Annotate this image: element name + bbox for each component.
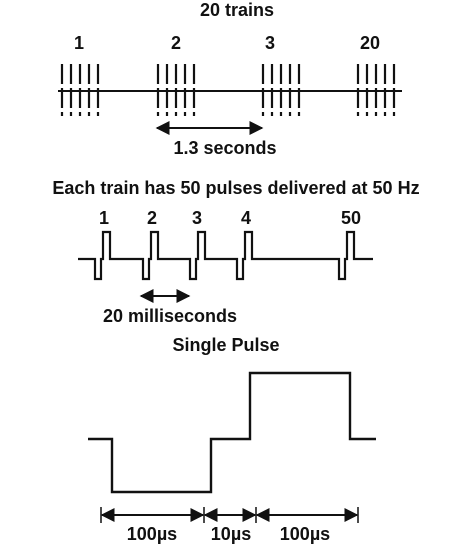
pulse-train-waveform (78, 230, 373, 281)
pulse-label-3: 3 (192, 208, 202, 228)
trains-title: 20 trains (200, 0, 274, 20)
pulse-interval-label: 20 milliseconds (103, 306, 237, 326)
pulses-title: Each train has 50 pulses delivered at 50… (52, 178, 419, 198)
train-label-2: 2 (171, 33, 181, 53)
pulses-section: Each train has 50 pulses delivered at 50… (52, 178, 419, 326)
pulse-label-2: 2 (147, 208, 157, 228)
trains-section: 20 trains 1 2 3 20 1.3 seconds (58, 0, 402, 158)
train-interval-label: 1.3 seconds (173, 138, 276, 158)
phase-label-cathodic: 100µs (127, 524, 177, 544)
single-pulse-title: Single Pulse (172, 335, 279, 355)
train-label-20: 20 (360, 33, 380, 53)
train-label-3: 3 (265, 33, 275, 53)
train-label-1: 1 (74, 33, 84, 53)
phase-label-anodic: 100µs (280, 524, 330, 544)
pulse-label-4: 4 (241, 208, 251, 228)
phase-label-gap: 10µs (211, 524, 251, 544)
train-pulse-groups (60, 64, 396, 116)
pulse-label-50: 50 (341, 208, 361, 228)
pulse-label-1: 1 (99, 208, 109, 228)
single-pulse-section: Single Pulse 100µs 10µs 100µs (88, 335, 376, 544)
single-pulse-waveform (88, 371, 376, 494)
